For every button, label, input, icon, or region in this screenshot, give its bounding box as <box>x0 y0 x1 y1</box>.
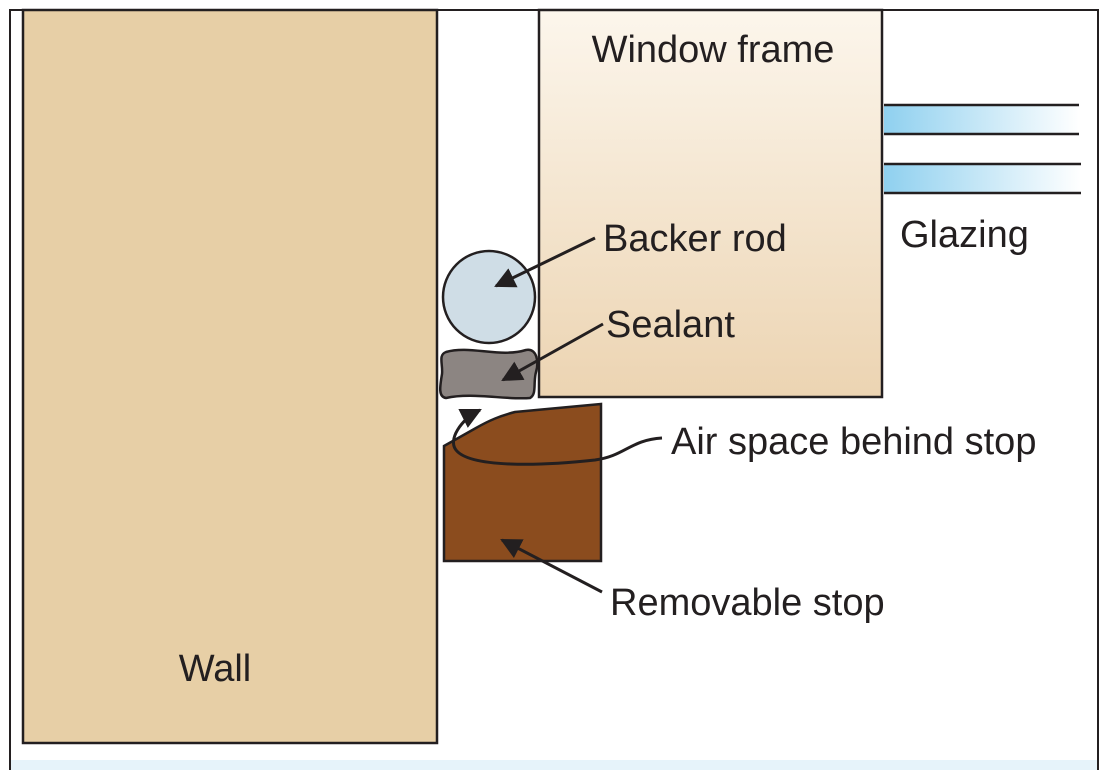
glazing-pane-upper <box>884 106 1079 133</box>
air-space-arrow <box>452 408 663 466</box>
leader-lines <box>452 236 663 594</box>
glazing-panes <box>884 103 1081 195</box>
removable-stop-arrow <box>500 538 603 594</box>
wall-block <box>21 8 439 745</box>
sealant-shape <box>439 348 539 400</box>
backer-rod-shape <box>441 249 537 345</box>
sealant-label: Sealant <box>606 304 735 346</box>
bottom-strip <box>11 760 1097 770</box>
removable-stop-label: Removable stop <box>610 582 885 624</box>
wall-label: Wall <box>179 648 251 690</box>
glazing-pane-lower <box>884 165 1081 192</box>
window-frame-block <box>537 8 884 399</box>
glazing-label: Glazing <box>900 214 1029 256</box>
sealant-arrow <box>501 322 604 382</box>
air-space-label: Air space behind stop <box>671 421 1036 463</box>
backer-rod-label: Backer rod <box>603 218 787 260</box>
window-frame-label: Window frame <box>592 29 835 71</box>
backer-rod-arrow <box>494 236 596 288</box>
